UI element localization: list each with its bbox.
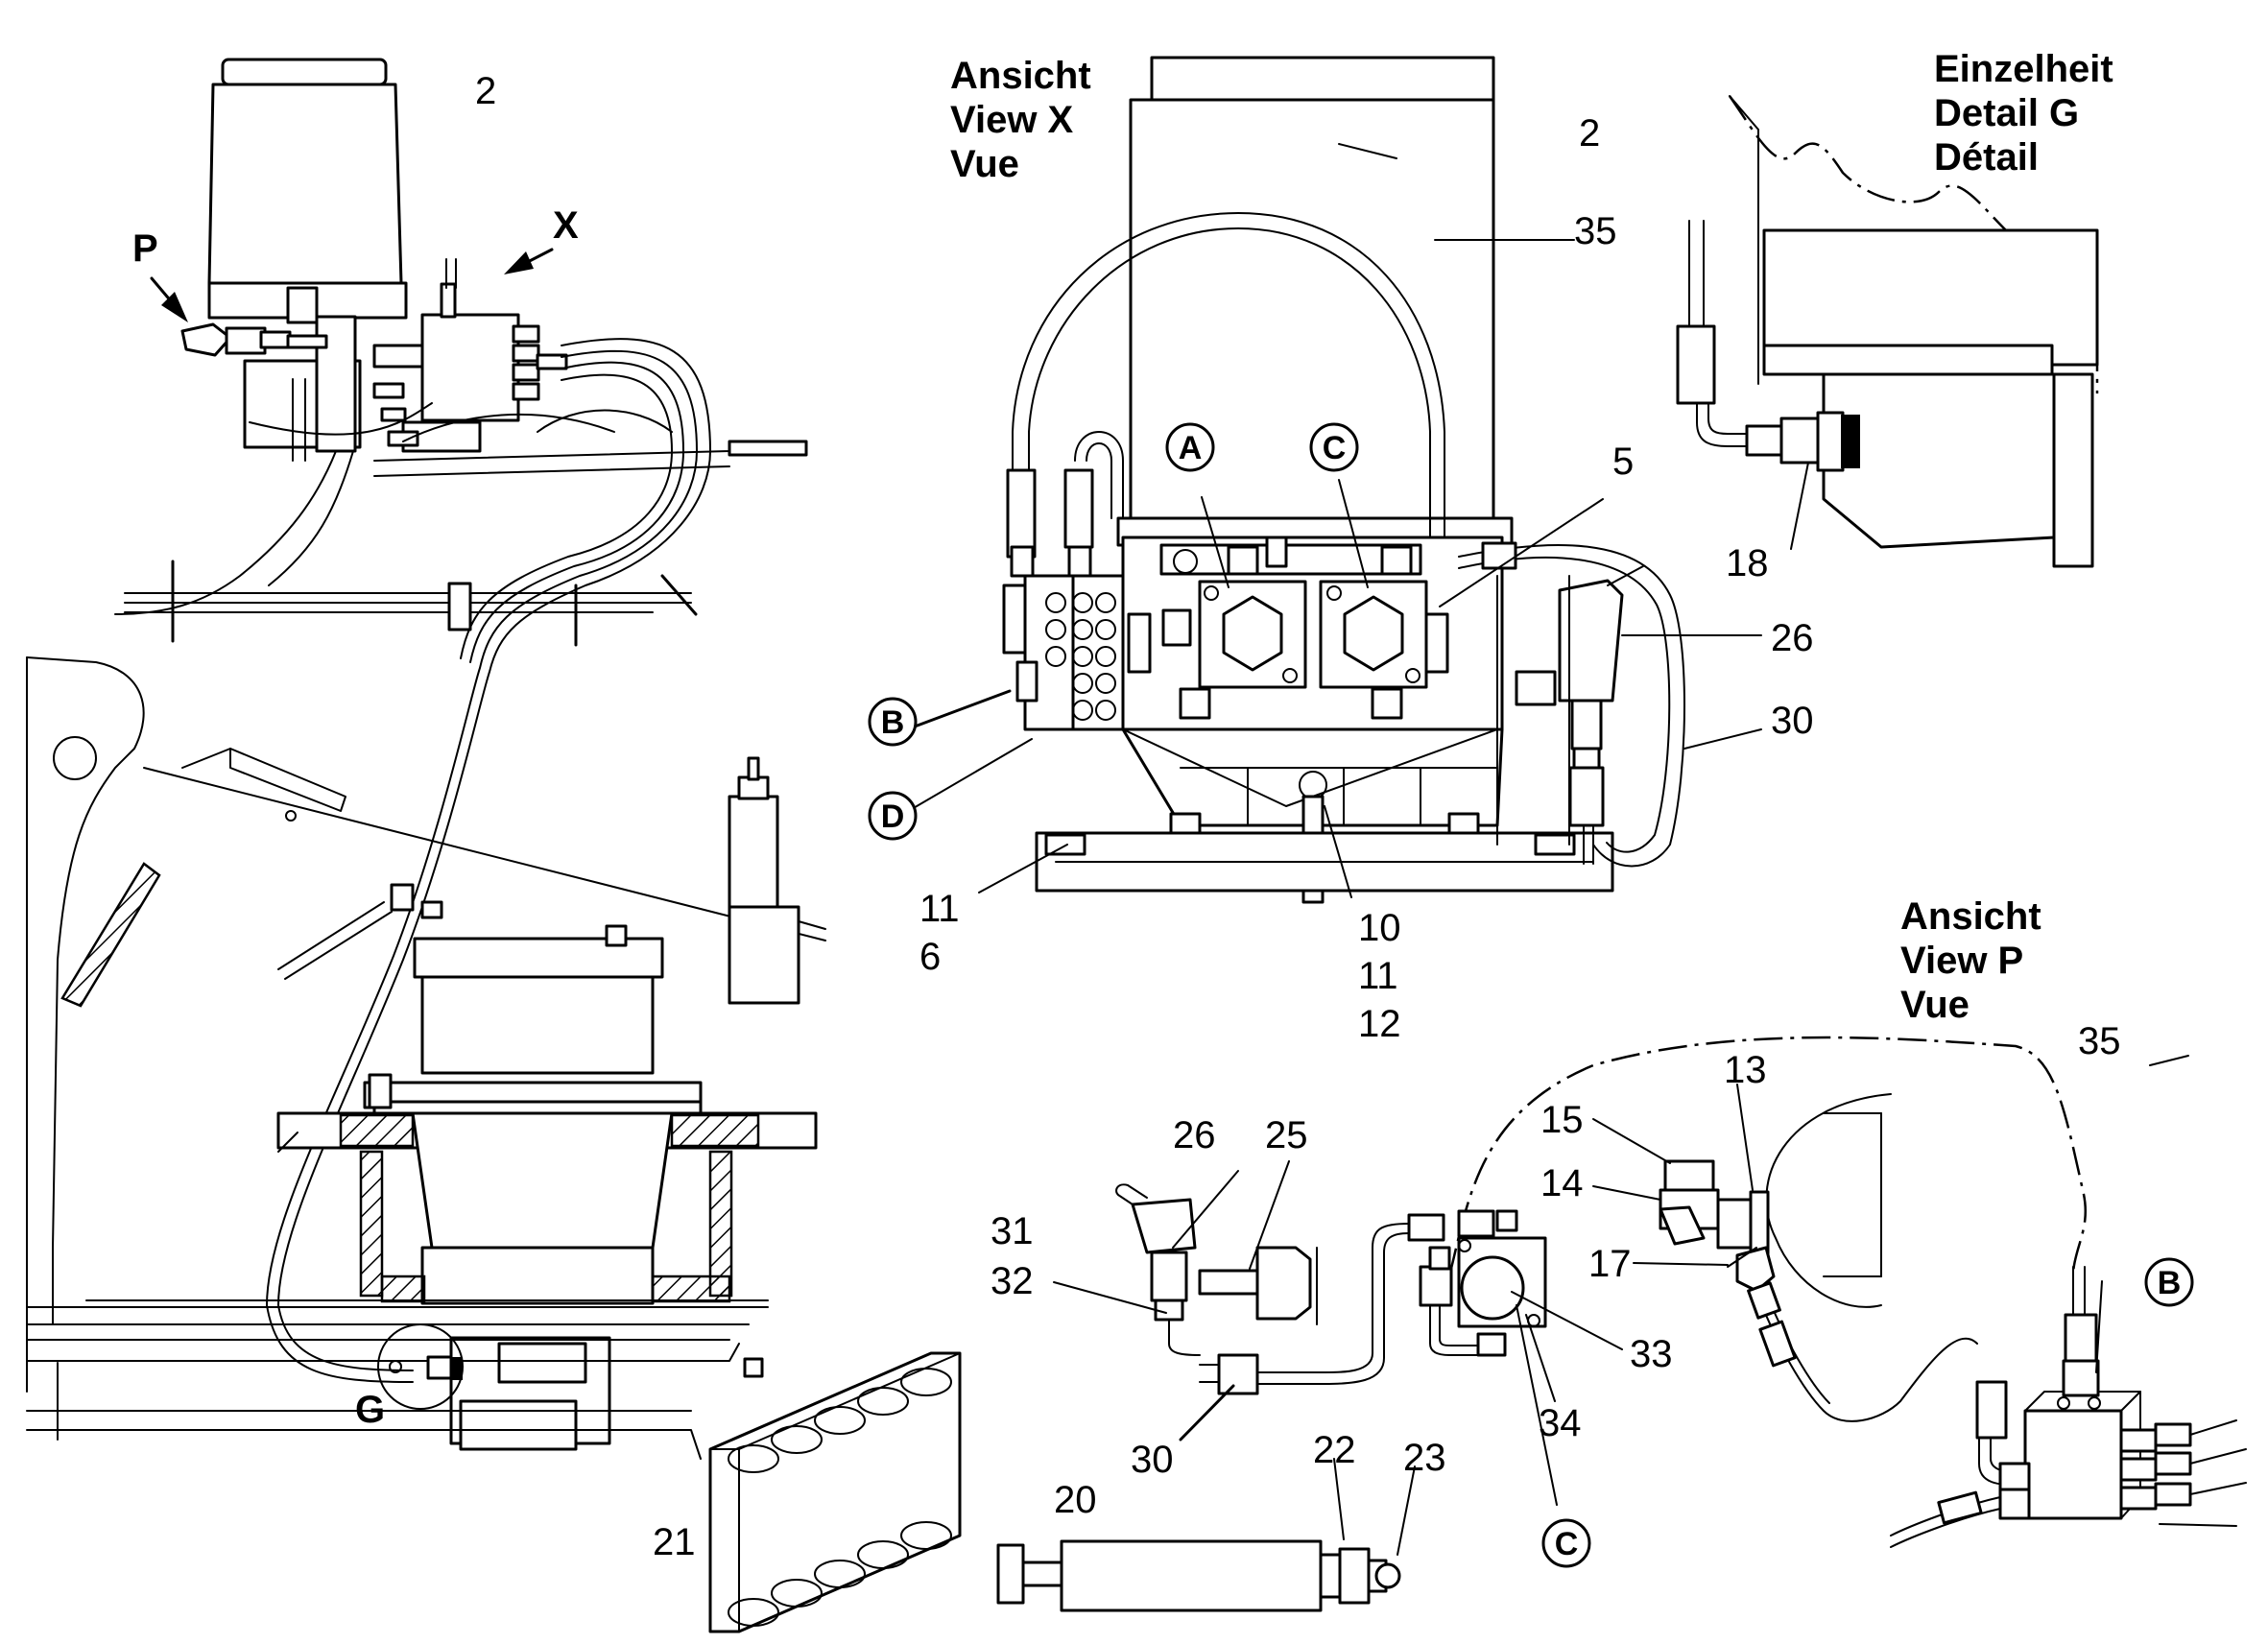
detail-g-assembly xyxy=(1676,95,2099,568)
view-p-title-line1: Ansicht xyxy=(1900,895,2041,938)
part-label: 35 xyxy=(2078,1020,2121,1062)
marker-g: G xyxy=(355,1389,385,1431)
distributor-screws xyxy=(1045,592,1116,721)
part-label: 17 xyxy=(1588,1243,1632,1285)
detail-g-title-line3: Détail xyxy=(1934,136,2039,179)
part-label: 10 xyxy=(1358,907,1401,949)
callout-circle xyxy=(2144,1257,2194,1307)
part-label: 23 xyxy=(1403,1437,1446,1479)
detail-g-title-line1: Einzelheit xyxy=(1934,48,2113,90)
part-label: 26 xyxy=(1771,617,1814,659)
part-label: 22 xyxy=(1313,1429,1356,1471)
callout-circle xyxy=(1541,1518,1591,1568)
filling-nipple xyxy=(180,322,328,357)
part-label: 31 xyxy=(991,1210,1034,1252)
marker-x: X xyxy=(553,204,579,247)
part-label: 6 xyxy=(919,936,941,978)
circle-callouts: A C B D B C xyxy=(868,422,2194,1568)
pump-unit xyxy=(243,282,568,453)
part-label: 18 xyxy=(1726,542,1769,584)
callout-circle xyxy=(1309,422,1359,472)
part-label: 15 xyxy=(1540,1099,1584,1141)
part-label: 30 xyxy=(1771,700,1814,742)
grease-cartridge-box xyxy=(708,1351,962,1633)
part-label: 26 xyxy=(1173,1114,1216,1156)
slewing-gearbox xyxy=(276,924,818,1451)
view-x-assembly xyxy=(905,56,1762,904)
view-p-title-line3: Vue xyxy=(1900,984,1970,1026)
callout-circle xyxy=(868,697,918,747)
view-x-title-line3: Vue xyxy=(950,143,1019,185)
part-label: 30 xyxy=(1131,1439,1174,1481)
view-p-assembly xyxy=(996,1036,2247,1612)
part-label: 11 xyxy=(1358,955,1398,997)
part-label: 14 xyxy=(1540,1162,1584,1204)
part-label: 13 xyxy=(1724,1049,1767,1091)
marker-p: P xyxy=(132,227,158,270)
part-label: 21 xyxy=(653,1521,696,1563)
callout-b-right: B xyxy=(2158,1265,2182,1301)
view-x-title-line1: Ansicht xyxy=(950,55,1091,97)
part-label: 32 xyxy=(991,1260,1034,1302)
part-label: 35 xyxy=(1574,210,1617,252)
callout-c-bottom: C xyxy=(1555,1526,1579,1562)
part-label: 2 xyxy=(1579,112,1600,155)
part-number-labels: 2 2 35 5 26 30 11 6 10 11 12 18 35 13 15… xyxy=(475,70,2121,1563)
part-label: 20 xyxy=(1054,1479,1097,1521)
callout-d: D xyxy=(881,798,905,835)
part-label: 25 xyxy=(1265,1114,1308,1156)
main-assembly xyxy=(26,58,962,1633)
callout-circle xyxy=(1165,422,1215,472)
part-label: 5 xyxy=(1612,441,1634,483)
callout-c-top: C xyxy=(1323,430,1347,466)
part-label: 12 xyxy=(1358,1003,1401,1045)
view-titles: Ansicht View X Vue Einzelheit Detail G D… xyxy=(950,48,2113,1026)
part-label: 2 xyxy=(475,70,496,112)
part-label: 11 xyxy=(919,888,960,930)
part-label: 33 xyxy=(1630,1333,1673,1375)
view-x-title-line2: View X xyxy=(950,99,1074,141)
callout-a: A xyxy=(1179,430,1203,466)
view-markers: P X G xyxy=(132,204,579,1431)
part-label: 34 xyxy=(1539,1402,1582,1444)
grease-reservoir xyxy=(207,58,408,324)
view-p-title-line2: View P xyxy=(1900,940,2023,982)
callout-b-left: B xyxy=(881,704,905,741)
callout-circle xyxy=(868,791,918,841)
detail-g-title-line2: Detail G xyxy=(1934,92,2079,134)
